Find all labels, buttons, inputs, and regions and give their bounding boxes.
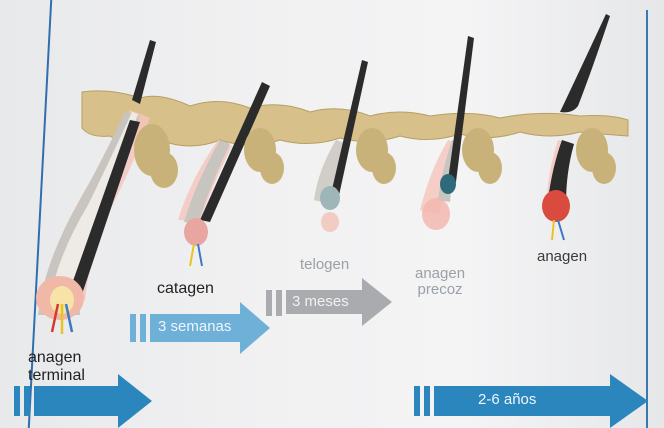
label-anagen: anagen bbox=[537, 248, 587, 265]
label-anagen-terminal-line2: terminal bbox=[28, 367, 85, 385]
follicle-telogen bbox=[314, 60, 396, 232]
label-catagen: catagen bbox=[157, 280, 214, 298]
label-anagen-terminal-line1: anagen bbox=[28, 349, 85, 367]
duration-telogen: 3 meses bbox=[292, 293, 349, 310]
label-anagen-terminal: anagen terminal bbox=[28, 349, 85, 385]
duration-catagen: 3 semanas bbox=[158, 318, 231, 335]
duration-anagen: 2-6 años bbox=[478, 391, 536, 408]
label-anagen-precoz-line2: precoz bbox=[415, 282, 465, 298]
label-telogen: telogen bbox=[300, 256, 349, 273]
label-anagen-precoz: anagen precoz bbox=[415, 266, 465, 298]
label-anagen-precoz-line1: anagen bbox=[415, 266, 465, 282]
